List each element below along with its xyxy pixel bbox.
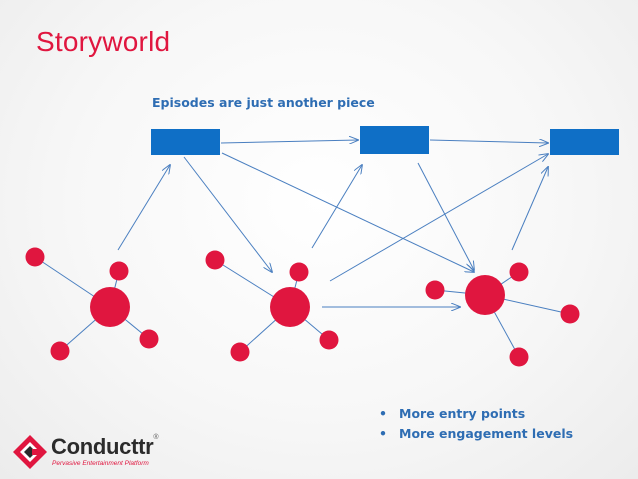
satellite-node — [289, 262, 309, 282]
satellite-node — [109, 261, 129, 281]
slide-subtitle: Episodes are just another piece — [152, 95, 375, 110]
arrow-cluster2-to-episode2 — [311, 165, 362, 249]
arrow-cluster1-to-episode1 — [117, 165, 170, 251]
satellite-node — [230, 342, 250, 362]
satellite-node — [509, 262, 529, 282]
episode-box-2 — [360, 126, 429, 154]
satellite-node — [509, 347, 529, 367]
satellite-node — [50, 341, 70, 361]
hub-node — [90, 287, 130, 327]
arrow-cluster2-to-episode3 — [329, 154, 548, 282]
arrow-episode1-to-cluster3 — [221, 152, 474, 272]
satellite-node — [319, 330, 339, 350]
satellite-node — [25, 247, 45, 267]
hub-node — [465, 275, 505, 315]
cluster-2 — [205, 250, 339, 362]
satellite-node — [560, 304, 580, 324]
bullet-text: More entry points — [399, 406, 526, 421]
arrow-episode1-to-episode2 — [220, 140, 358, 143]
satellite-node — [139, 329, 159, 349]
cluster-1 — [25, 247, 159, 361]
arrow-cluster3-to-episode3 — [511, 167, 548, 251]
logo-tagline: Pervasive Entertainment Platform — [52, 460, 149, 467]
registered-mark: ® — [153, 434, 159, 441]
satellite-node — [205, 250, 225, 270]
cluster-3 — [425, 262, 580, 367]
arrow-episode1-to-cluster2 — [183, 156, 272, 272]
bullet-dot: • — [379, 406, 387, 421]
bullet-text: More engagement levels — [399, 426, 574, 441]
hub-node — [270, 287, 310, 327]
arrow-episode2-to-episode3 — [429, 140, 548, 143]
bullet-item: • More entry points — [379, 404, 573, 424]
episode-box-1 — [151, 129, 220, 155]
slide-title: Storyworld — [36, 26, 171, 57]
episode-box-3 — [550, 129, 619, 155]
logo-name: Conducttr — [51, 434, 154, 459]
bullet-dot: • — [379, 426, 387, 441]
bullet-item: • More engagement levels — [379, 424, 573, 444]
conducttr-logo-icon — [13, 435, 47, 469]
satellite-node — [425, 280, 445, 300]
bullet-list: • More entry points • More engagement leve… — [379, 404, 573, 444]
arrow-episode2-to-cluster3 — [417, 162, 474, 270]
conducttr-logo: Conducttr® Pervasive Entertainment Platf… — [12, 433, 162, 473]
